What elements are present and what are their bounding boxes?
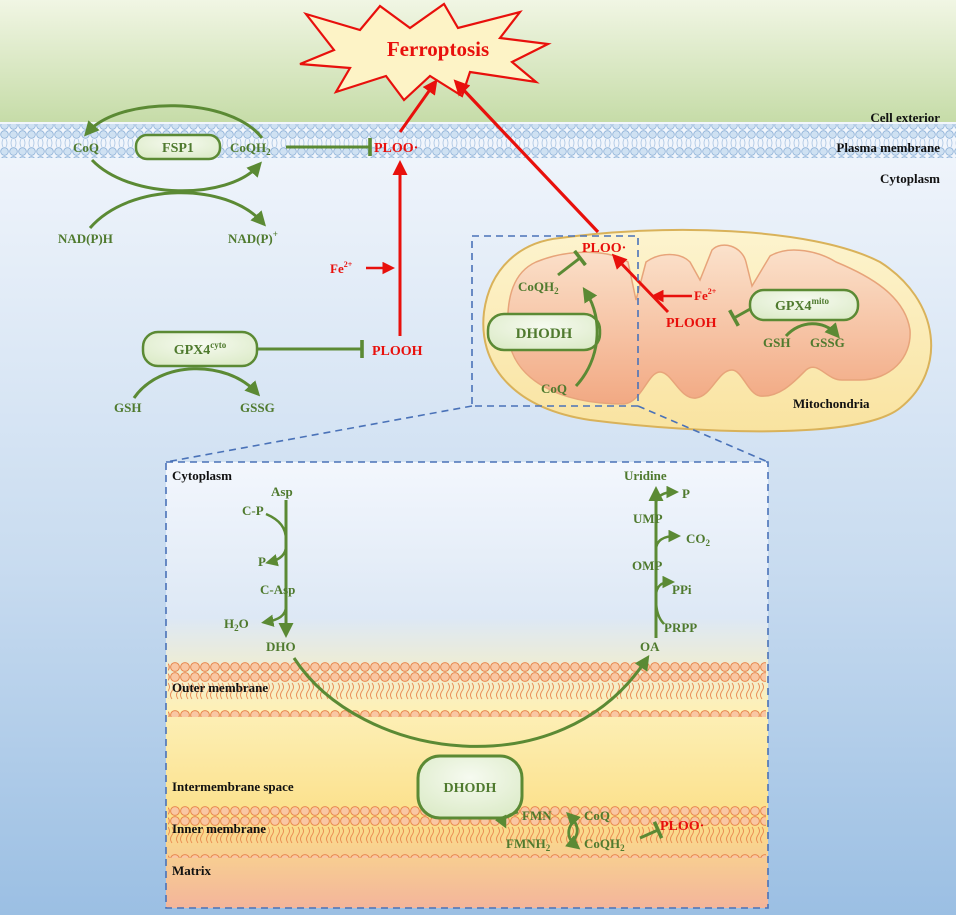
label-plasma-membrane: Plasma membrane: [836, 140, 940, 155]
prpp-label: PRPP: [664, 620, 697, 635]
gpx4-mito-enzyme: [748, 288, 860, 322]
zoom-label-intermembrane: Intermembrane space: [172, 779, 294, 794]
fmnh2-reoxidation-arc: [566, 812, 581, 848]
cp-label: C-P: [242, 503, 264, 518]
mito-coqh2-inhibits-ploo: [557, 249, 587, 277]
fmnh2-label: FMNH2: [506, 836, 551, 853]
gssg-cyto: GSSG: [240, 400, 275, 415]
fsp1-top-arc: [84, 104, 264, 139]
gsh-gssg-arc: [132, 367, 261, 399]
zoom-line-left: [165, 405, 473, 463]
zoom-label-matrix: Matrix: [172, 863, 211, 878]
dho-to-oa-arc: [292, 654, 650, 748]
mito-coqh2: CoQH2: [518, 279, 559, 296]
gpx4-cyto-label: GPX4cyto: [174, 340, 227, 358]
ump-label: UMP: [633, 511, 663, 526]
mito-dhodh-enzyme: [486, 312, 602, 352]
fsp1-enzyme: [134, 133, 222, 161]
omp-label: OMP: [632, 558, 662, 573]
fmn-reduction-arc: [495, 810, 519, 829]
mito-dhodh-label: DHODH: [516, 326, 573, 342]
asp-label: Asp: [271, 484, 293, 499]
ppi-release-arc: [654, 575, 675, 597]
gsh-cyto: GSH: [114, 400, 141, 415]
p-release-right-arc: [654, 485, 679, 505]
nadph-label: NAD(P)H: [58, 231, 113, 246]
mito-gsh: GSH: [763, 335, 790, 350]
p-release-arc: [265, 545, 288, 567]
zoom-label-inner-membrane: Inner membrane: [172, 821, 266, 836]
fe2-label: Fe2+: [330, 260, 353, 276]
casp-label: C-Asp: [260, 582, 295, 597]
fsp1-coq: CoQ: [73, 140, 99, 155]
zoom-ploo-label: PLOO·: [660, 819, 704, 834]
mito-ploo: PLOO·: [582, 241, 626, 256]
h2o-label: H2O: [224, 616, 249, 633]
ferroptosis-label: Ferroptosis: [387, 37, 489, 61]
outer-membrane: [168, 655, 766, 717]
mito-coq-arc: [574, 286, 599, 388]
mito-plooh-to-ploo: [611, 253, 670, 314]
plooh-cyto: PLOOH: [372, 344, 423, 359]
gpx4mito-inhibits-plooh: [728, 306, 753, 327]
mito-plooh: PLOOH: [666, 316, 717, 331]
dho-label: DHO: [266, 639, 296, 654]
zoom-coqh2-label: CoQH2: [584, 836, 625, 853]
uridine-label: Uridine: [624, 468, 667, 483]
mitochondrion-inner: [506, 244, 911, 405]
fsp1-label: FSP1: [162, 141, 194, 156]
ploo-to-ferroptosis: [398, 79, 438, 133]
prpp-joins-arc: [654, 599, 665, 625]
mito-gsh-arc: [784, 322, 840, 339]
fsp1-coqh2: CoQH2: [230, 140, 271, 157]
zoom-dhodh-label: DHODH: [444, 781, 497, 796]
fsp1-bottom-arc: [90, 158, 262, 193]
mito-gssg: GSSG: [810, 335, 845, 350]
label-mitochondria: Mitochondria: [793, 396, 870, 411]
fmn-label: FMN: [522, 808, 552, 823]
zoom-label-cytoplasm: Cytoplasm: [172, 468, 232, 483]
zoom-coq-label: CoQ: [584, 808, 610, 823]
label-cytoplasm: Cytoplasm: [880, 171, 940, 186]
zoom-panel-border: [165, 461, 769, 909]
ppi-label: PPi: [672, 582, 692, 597]
gpx4-cyto-enzyme: [141, 330, 259, 368]
mito-coq: CoQ: [541, 381, 567, 396]
zoom-dhodh-enzyme: [416, 754, 524, 820]
p-label-left: P: [258, 554, 266, 569]
p-label-right: P: [682, 486, 690, 501]
zoom-coqh2-inhibits-ploo: [639, 821, 664, 840]
h2o-release-arc: [261, 605, 288, 627]
label-cell-exterior: Cell exterior: [870, 110, 940, 125]
co2-label: CO2: [686, 531, 711, 548]
nadph-arc: [88, 191, 267, 229]
cp-joins-arc: [265, 512, 288, 541]
gpx4-mito-label: GPX4mito: [775, 296, 830, 314]
ploo-radical: PLOO·: [374, 141, 418, 156]
co2-release-arc: [654, 529, 681, 551]
mito-ploo-to-ferroptosis: [453, 79, 600, 234]
mito-fe2-label: Fe2+: [694, 287, 717, 303]
zoom-label-outer-membrane: Outer membrane: [172, 680, 268, 695]
nadp-label: NAD(P)+: [228, 229, 278, 246]
oa-label: OA: [640, 639, 660, 654]
ferroptosis-burst: [299, 2, 552, 102]
